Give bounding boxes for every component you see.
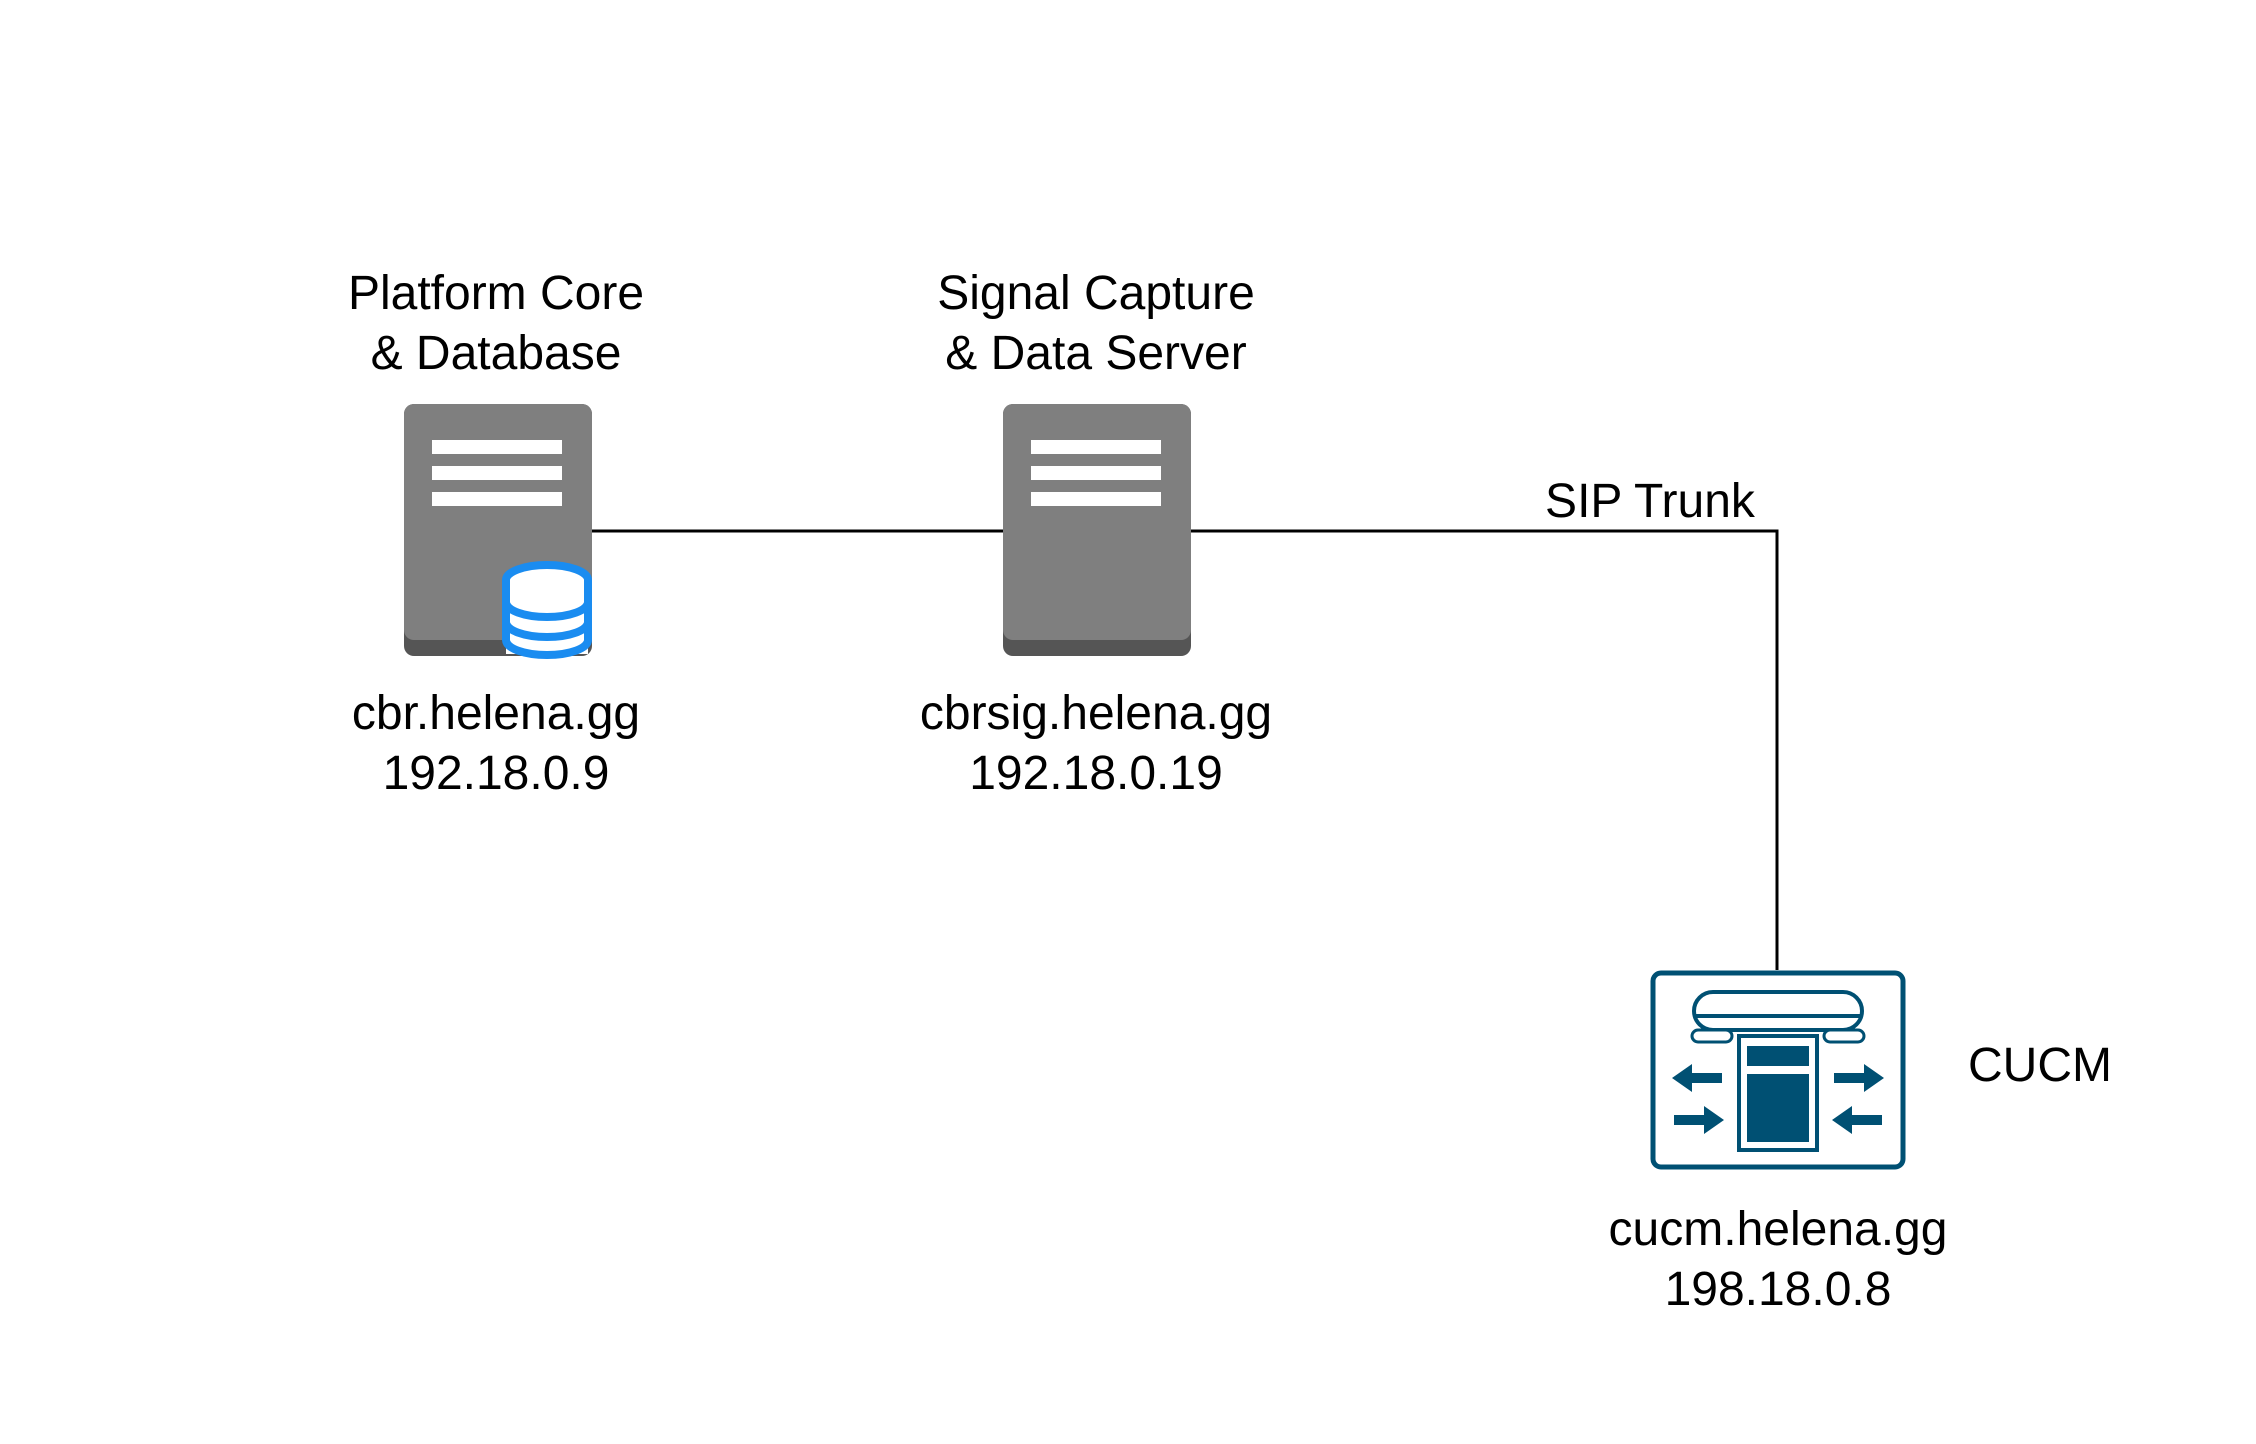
signal-hostname: cbrsig.helena.gg: [919, 687, 1273, 740]
sip-trunk-label: SIP Trunk: [1545, 475, 1755, 528]
cucm-hostname: cucm.helena.gg: [1608, 1203, 1948, 1256]
cucm-ip: 198.18.0.8: [1664, 1263, 1892, 1316]
call-manager-icon: [1650, 970, 1906, 1170]
signal-title: Signal Capture & Data Server: [896, 264, 1296, 384]
core-ip: 192.18.0.9: [382, 747, 610, 800]
database-icon: [502, 561, 592, 659]
core-title-line2: & Database: [370, 327, 622, 380]
signal-title-line2: & Data Server: [945, 327, 1247, 380]
cucm-title: CUCM: [1968, 1039, 2112, 1092]
signal-ip: 192.18.0.19: [969, 747, 1223, 800]
core-title-line1: Platform Core: [347, 267, 645, 320]
core-hostname: cbr.helena.gg: [351, 687, 641, 740]
link-sip-trunk: [1190, 529, 1779, 970]
server-with-database-icon: [404, 404, 592, 659]
signal-address: cbrsig.helena.gg 192.18.0.19: [896, 684, 1296, 804]
core-title: Platform Core & Database: [296, 264, 696, 384]
cucm-address: cucm.helena.gg 198.18.0.8: [1578, 1200, 1978, 1320]
server-icon: [1003, 404, 1191, 656]
signal-title-line1: Signal Capture: [937, 267, 1255, 320]
core-address: cbr.helena.gg 192.18.0.9: [296, 684, 696, 804]
